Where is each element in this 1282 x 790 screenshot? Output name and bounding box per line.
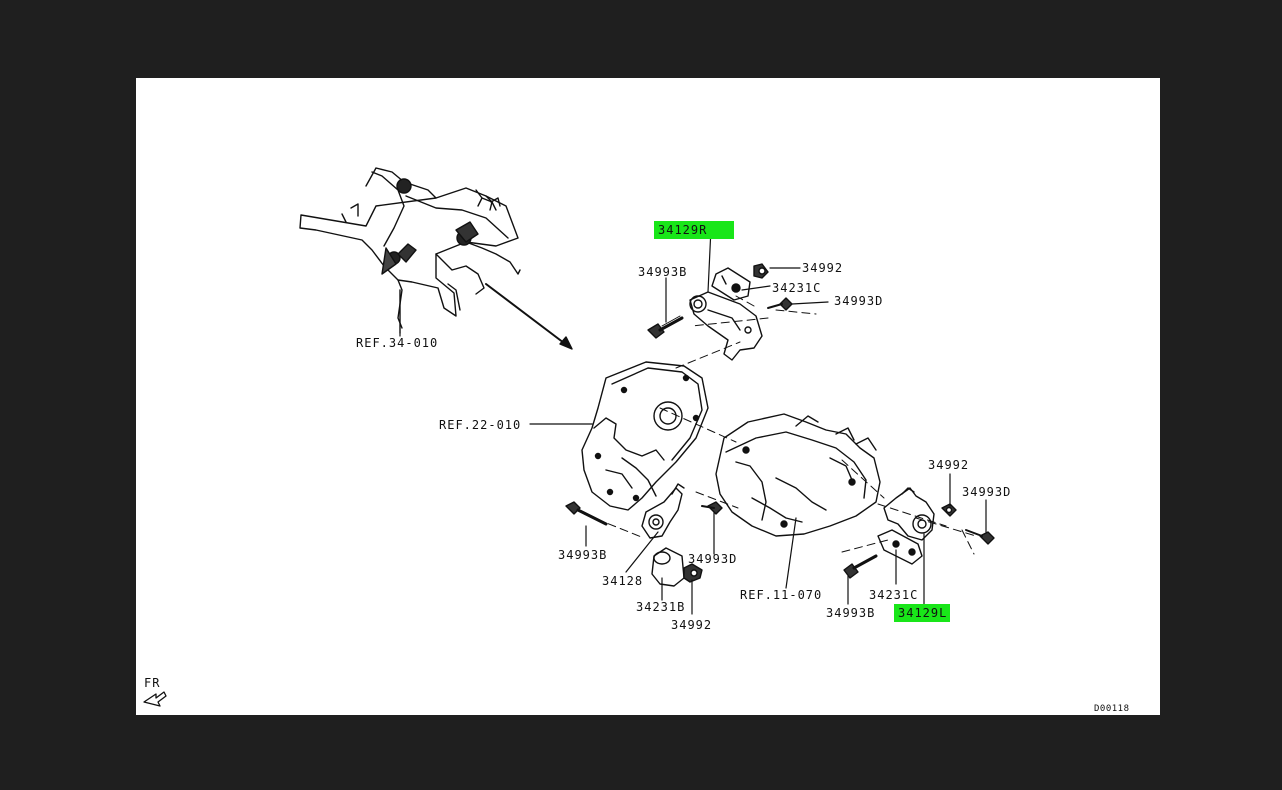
part-label-34992-right: 34992 [928,458,970,472]
engine-mount-right-illustration [689,267,763,361]
diagram-code: D00118 [1094,704,1130,714]
reference-label-11-070: REF.11-070 [740,588,823,602]
reference-label-34-010: REF.34-010 [356,336,439,350]
part-label-34993b-left: 34993B [558,548,608,562]
alignment-dashed-lines [583,295,977,555]
crossmember-subframe-illustration [299,167,521,334]
part-label-34993d-top: 34993D [834,294,884,308]
pointer-arrow [485,283,573,350]
reference-label-22-010: REF.22-010 [439,418,522,432]
part-label-34993d-mid: 34993D [688,552,738,566]
exploded-view-drawing [143,167,995,707]
part-label-34231b: 34231B [636,600,686,614]
part-label-34993b-top: 34993B [638,265,688,279]
transmission-case-illustration [581,361,709,511]
part-label-34129l-highlighted[interactable]: 34129L [894,604,950,622]
transmission-mount-illustration [565,483,723,587]
part-label-34129r-highlighted[interactable]: 34129R [654,221,734,239]
part-label-34231c-top: 34231C [772,281,822,295]
part-label-34992-bottom: 34992 [671,618,713,632]
part-label-34128: 34128 [602,574,644,588]
top-fasteners [647,263,793,339]
parts-diagram-sheet: REF.34-010 REF.22-010 REF.11-070 34129R … [136,78,1160,715]
part-label-34993d-right: 34993D [962,485,1012,499]
part-label-34993b-right: 34993B [826,606,876,620]
front-indicator-label: FR [144,676,161,690]
engine-mount-left-illustration [843,487,995,579]
front-direction-arrow-icon [143,691,167,707]
part-label-34992-top: 34992 [802,261,844,275]
part-label-34231c-right: 34231C [869,588,919,602]
engine-block-illustration [715,413,881,537]
